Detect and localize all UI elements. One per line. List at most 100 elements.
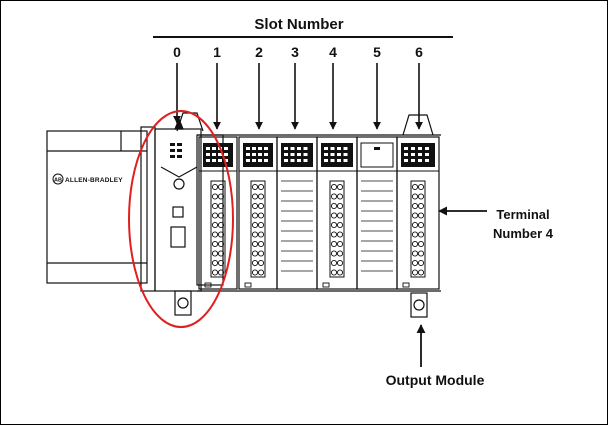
terminal-screw (417, 259, 425, 267)
terminal-screw (336, 240, 344, 248)
terminal-screw (411, 231, 419, 238)
module-led (212, 159, 216, 162)
module-led (303, 153, 308, 156)
terminal-screw (251, 212, 259, 219)
brand-name: ALLEN-BRADLEY (65, 177, 123, 184)
module-led (418, 153, 422, 156)
module-body (356, 136, 398, 290)
module-led (343, 147, 348, 150)
terminal-screw (251, 250, 259, 257)
slot-label-2: 2 (255, 44, 263, 60)
module-led (297, 153, 301, 156)
terminal-screw (251, 240, 259, 248)
terminal-screw (251, 183, 259, 191)
module-led (411, 159, 415, 162)
terminal-screw (411, 240, 419, 248)
module-led (224, 153, 228, 156)
module-led (206, 147, 210, 150)
terminal-screw (217, 250, 225, 257)
terminal-screw (417, 183, 425, 191)
terminal-screw (411, 250, 419, 257)
module-led (224, 147, 228, 150)
slot-label-0: 0 (173, 44, 181, 60)
terminal-screw (257, 259, 265, 267)
module-led (246, 159, 250, 162)
terminal-screw (417, 240, 425, 248)
terminal-screw (336, 212, 344, 219)
module-led (218, 153, 222, 156)
terminal-screw (217, 221, 225, 229)
module-led (258, 153, 262, 156)
module-led (343, 153, 348, 156)
slot-arrows (173, 63, 423, 130)
terminal-screw (257, 240, 265, 248)
module-slot-6 (396, 136, 440, 290)
terminal-strip (410, 180, 426, 278)
module-led (252, 153, 256, 156)
module-led (246, 153, 250, 156)
module-led (418, 159, 422, 162)
module-led (404, 147, 408, 150)
terminal-screw (251, 193, 259, 200)
module-led (252, 159, 256, 162)
terminal-screw (211, 250, 219, 257)
module-led (264, 159, 268, 162)
terminal-strip (210, 180, 226, 278)
module-latch (204, 282, 212, 288)
module-led (297, 159, 301, 162)
module-latch (244, 282, 252, 288)
terminal-screw (257, 212, 265, 219)
terminal-label-line2: Number 4 (493, 226, 554, 241)
terminal-screw (417, 231, 425, 238)
terminal-screw (217, 183, 225, 191)
terminal-screw (330, 212, 338, 219)
terminal-screw (217, 240, 225, 248)
module-led (337, 147, 341, 150)
module-led (425, 153, 429, 156)
module-led (330, 147, 335, 150)
terminal-screw (257, 193, 265, 200)
terminal-screw (211, 202, 219, 210)
module-led (284, 159, 288, 162)
terminal-screw (336, 250, 344, 257)
terminal-screw (217, 202, 225, 210)
terminal-label-line1: Terminal (496, 207, 549, 222)
terminal-screw (217, 193, 225, 200)
slot-labels: 0 1 2 3 4 5 6 (173, 44, 423, 60)
module-led (264, 153, 268, 156)
terminal-screw (330, 259, 338, 267)
module-led (343, 159, 348, 162)
module-slot-5 (356, 136, 398, 290)
module-led (224, 159, 228, 162)
terminal-screw (217, 231, 225, 238)
terminal-screw (411, 193, 419, 200)
terminal-screw (257, 231, 265, 238)
module-slot-2 (238, 136, 278, 290)
terminal-screw (417, 221, 425, 229)
terminal-screw (336, 183, 344, 191)
module-led (264, 147, 268, 150)
terminal-screw (251, 221, 259, 229)
power-supply (46, 126, 156, 292)
slot-number-title: Slot Number (254, 16, 343, 33)
module-led (258, 159, 262, 162)
terminal-strip (250, 180, 266, 278)
terminal-strip (329, 180, 345, 278)
terminal-screw (251, 269, 259, 276)
terminal-screw (330, 193, 338, 200)
module-led (425, 159, 429, 162)
processor-leds (170, 143, 182, 158)
terminal-screw (330, 269, 338, 276)
slot-label-4: 4 (329, 44, 337, 60)
brand-logo-mark: AB (54, 178, 62, 184)
terminal-screw (217, 212, 225, 219)
module-led (303, 159, 308, 162)
module-latch (322, 282, 330, 288)
rack-rails (197, 134, 441, 292)
module-led (411, 147, 415, 150)
slot-label-1: 1 (213, 44, 221, 60)
module-led (324, 153, 328, 156)
module-led (418, 147, 422, 150)
